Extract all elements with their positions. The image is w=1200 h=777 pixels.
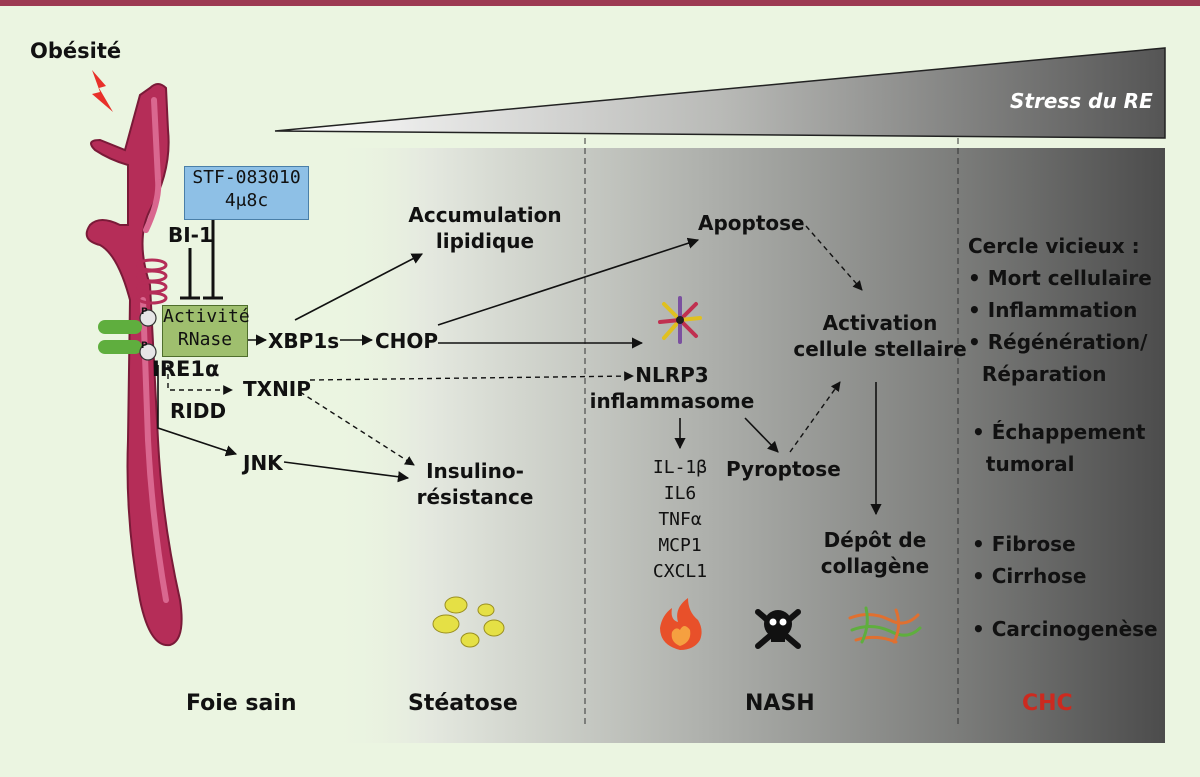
- vicious-circle-block: Cercle vicieux : • Mort cellulaire • Inf…: [968, 230, 1152, 390]
- pathway-arrows: [157, 237, 882, 516]
- phospho-label-2: P: [141, 341, 148, 351]
- bi1-label: BI-1: [168, 223, 213, 247]
- cytokine-item: IL6: [663, 483, 697, 505]
- collagen-deposit-line-1: Dépôt de: [823, 528, 927, 552]
- lipid-accumulation-node: Accumulation lipidique: [395, 202, 575, 254]
- stellate-activation-line-2: cellule stellaire: [793, 337, 967, 361]
- inhibitor-name-1: STF-083010: [192, 167, 301, 188]
- er-stress-label: Stress du RE: [1010, 89, 1153, 113]
- tumor-escape-line-2: tumoral: [972, 452, 1075, 476]
- pyroptosis-node: Pyroptose: [726, 457, 841, 481]
- stellate-activation-line-1: Activation: [822, 311, 938, 335]
- vicious-circle-title: Cercle vicieux :: [968, 234, 1140, 258]
- ire1-label: IRE1α: [152, 357, 220, 381]
- cytokine-item: TNFα: [658, 509, 702, 531]
- nlrp3-line-1: NLRP3: [635, 363, 709, 387]
- cirrhosis-label: • Cirrhose: [972, 564, 1087, 588]
- obesity-label: Obésité: [30, 39, 122, 63]
- nlrp3-line-2: inflammasome: [589, 389, 755, 413]
- ridd-label: RIDD: [170, 399, 227, 423]
- fibrosis-block: • Fibrose • Cirrhose: [972, 528, 1086, 592]
- inhibitor-box: STF-083010 4μ8c: [184, 166, 309, 220]
- er-membrane: [85, 83, 183, 647]
- apoptosis-node: Apoptose: [698, 211, 805, 235]
- phospho-label-1: P: [141, 307, 148, 317]
- stage-label-chc: CHC: [1022, 691, 1073, 716]
- cytokine-item: IL-1β: [652, 457, 708, 478]
- stage-label-nash: NASH: [745, 691, 815, 716]
- insulin-resistance-line-2: résistance: [416, 485, 534, 509]
- vicious-circle-item: Réparation: [968, 362, 1107, 386]
- xbp1s-node: XBP1s: [268, 329, 340, 353]
- carcinogenesis-label: • Carcinogenèse: [972, 617, 1158, 641]
- insulin-resistance-line-1: Insulino-: [426, 459, 524, 483]
- collagen-deposit-node: Dépôt de collagène: [800, 527, 950, 579]
- stage-label-steatosis: Stéatose: [408, 691, 518, 716]
- nlrp3-node: NLRP3 inflammasome: [580, 362, 764, 414]
- lipid-accumulation-line-2: lipidique: [435, 229, 535, 253]
- stellate-activation-node: Activation cellule stellaire: [790, 310, 970, 362]
- bi1-coil: [136, 258, 168, 305]
- chop-node: CHOP: [375, 329, 439, 353]
- lipid-accumulation-line-1: Accumulation: [408, 203, 562, 227]
- fire-icon: [660, 598, 702, 650]
- jnk-node: JNK: [243, 451, 283, 475]
- ire1-receptor: [98, 309, 157, 361]
- top-accent-bar: [0, 0, 1200, 6]
- inflammasome-icon: [658, 296, 702, 344]
- dashed-arrows: [167, 225, 863, 466]
- cytokine-item: CXCL1: [652, 561, 708, 583]
- stage-label-healthy: Foie sain: [186, 691, 297, 716]
- insulin-resistance-node: Insulino- résistance: [400, 458, 550, 510]
- skull-crossbones-icon: [755, 609, 801, 649]
- collagen-fibers-icon: [848, 606, 922, 644]
- vicious-circle-item: • Régénération/: [968, 330, 1148, 354]
- lipid-droplets-icon: [432, 596, 505, 648]
- fibrosis-label: • Fibrose: [972, 532, 1076, 556]
- inhibition-bars: [180, 220, 223, 300]
- er-stress-wedge: [274, 47, 1166, 139]
- cytokine-item: MCP1: [658, 535, 702, 557]
- cytokine-list: IL-1β IL6 TNFα MCP1 CXCL1: [630, 455, 730, 585]
- tumor-escape-block: • Échappement tumoral: [972, 416, 1145, 480]
- collagen-deposit-line-2: collagène: [820, 554, 930, 578]
- lightning-icon: [92, 70, 113, 112]
- vicious-circle-item: • Inflammation: [968, 298, 1138, 322]
- vicious-circle-item: • Mort cellulaire: [968, 266, 1152, 290]
- tumor-escape-line-1: • Échappement: [972, 420, 1146, 444]
- rnase-activity-box: Activité RNase: [162, 305, 250, 357]
- txnip-node: TXNIP: [243, 377, 311, 401]
- inhibitor-name-2: 4μ8c: [224, 189, 269, 211]
- rnase-line-1: Activité: [163, 306, 250, 327]
- rnase-line-2: RNase: [177, 328, 233, 350]
